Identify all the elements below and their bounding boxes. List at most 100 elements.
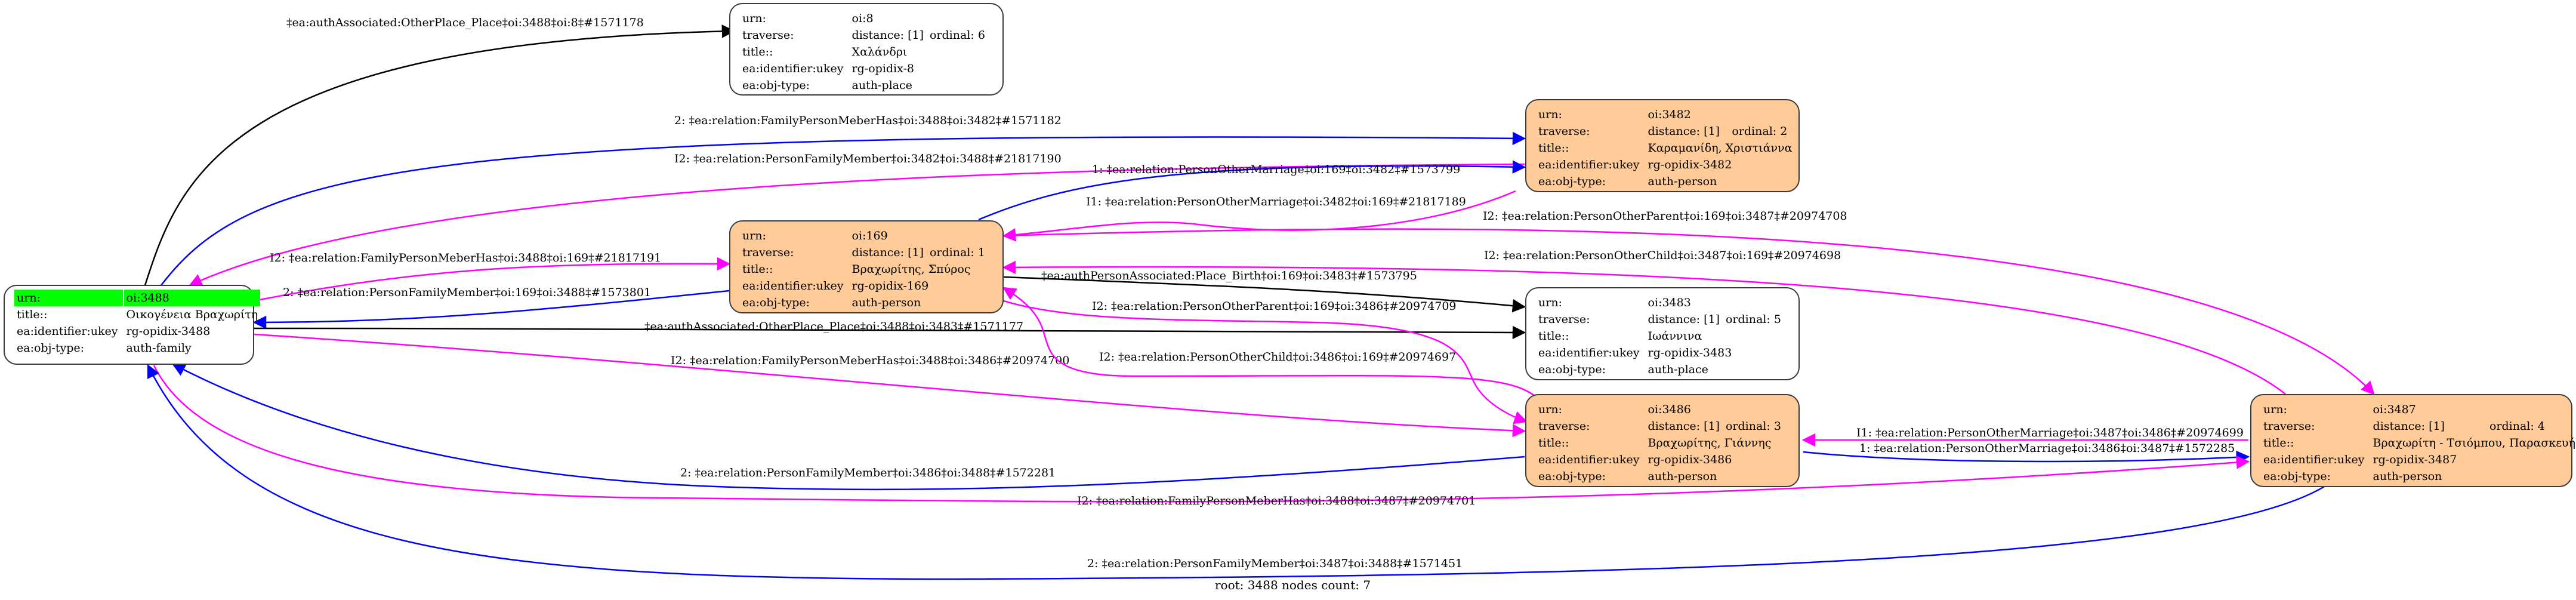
urn-value: oi:3482 <box>1648 108 1691 121</box>
urn-label: urn: <box>1538 403 1562 416</box>
urn-label: urn: <box>2263 403 2287 416</box>
ukey-label: ea:identifier:ukey <box>1538 453 1640 466</box>
title-value: Ιωάννινα <box>1648 330 1702 343</box>
traverse-label: traverse: <box>1538 125 1590 138</box>
edge-e4 <box>978 160 1526 221</box>
ukey-label: ea:identifier:ukey <box>17 325 118 338</box>
edge-label-e5: I1: ‡ea:relation:PersonOtherMarriage‡oi:… <box>1086 195 1466 208</box>
objtype-value: auth-person <box>1648 175 1717 188</box>
edge-label-e14: I2: ‡ea:relation:PersonOtherChild‡oi:348… <box>1099 350 1456 364</box>
node-oi-8[interactable]: urn: oi:8 traverse: distance: [1] ordinal: … <box>729 3 1004 96</box>
node-oi-3487[interactable]: urn: oi:3487 traverse: distance: [1] ordina… <box>2250 394 2575 487</box>
node-oi-3488[interactable]: urn:oi:3488 title::Οικογένεια Βραχωρίτη … <box>4 285 261 365</box>
title-label: title:: <box>1538 436 1569 450</box>
ordinal-value: ordinal: 4 <box>2489 420 2545 433</box>
objtype-value: auth-family <box>126 341 192 355</box>
edge-label-e6: I2: ‡ea:relation:PersonOtherParent‡oi:16… <box>1483 210 1847 223</box>
ukey-value: rg-opidix-169 <box>852 279 929 293</box>
edge-e7 <box>250 257 731 303</box>
edge-label-e11: ‡ea:authAssociated:OtherPlace_Place‡oi:3… <box>644 320 1023 333</box>
title-value: Οικογένεια Βραχωρίτη <box>126 308 258 321</box>
ukey-value: rg-opidix-3487 <box>2373 453 2457 466</box>
traverse-label: traverse: <box>742 246 794 259</box>
edge-label-e8: I2: ‡ea:relation:PersonOtherChild‡oi:348… <box>1484 249 1841 262</box>
traverse-label: traverse: <box>742 29 794 42</box>
ukey-value: rg-opidix-3483 <box>1648 346 1732 359</box>
edge-label-e19: 2: ‡ea:relation:PersonFamilyMember‡oi:34… <box>1087 557 1463 570</box>
node-attributes: urn:oi:3482 traverse:distance: [1]ordina… <box>1535 106 1796 190</box>
edge-label-e2: 2: ‡ea:relation:FamilyPersonMeberHas‡oi:… <box>674 114 1062 127</box>
edge-label-e7: I2: ‡ea:relation:FamilyPersonMeberHas‡oi… <box>270 251 661 264</box>
urn-label: urn: <box>14 290 123 306</box>
edge-label-e15: I1: ‡ea:relation:PersonOtherMarriage‡oi:… <box>1856 426 2244 439</box>
title-label: title:: <box>17 308 48 321</box>
title-label: title:: <box>1538 141 1569 155</box>
edge-e8 <box>1002 260 2286 395</box>
graph-footer: root: 3488 nodes count: 7 <box>1215 578 1371 592</box>
urn-value: oi:3483 <box>1648 296 1691 309</box>
edge-e19 <box>147 364 2328 580</box>
title-value: Βραχωρίτης, Σπύρος <box>852 263 971 276</box>
node-attributes: urn:oi:3488 title::Οικογένεια Βραχωρίτη … <box>13 290 261 356</box>
ukey-label: ea:identifier:ukey <box>742 279 844 293</box>
distance-value: distance: [1] <box>852 29 924 42</box>
ukey-value: rg-opidix-3486 <box>1648 453 1732 466</box>
ordinal-value: ordinal: 1 <box>929 246 985 259</box>
ordinal-value: ordinal: 3 <box>1725 420 1781 433</box>
objtype-value: auth-place <box>1648 363 1708 376</box>
edge-e2 <box>161 131 1526 286</box>
objtype-label: ea:obj-type: <box>742 296 810 309</box>
edge-label-e9: 2: ‡ea:relation:PersonFamilyMember‡oi:16… <box>283 286 651 299</box>
urn-value: oi:3486 <box>1648 403 1691 416</box>
node-attributes: urn: oi:8 traverse: distance: [1] ordinal: … <box>739 10 989 94</box>
ukey-value: rg-opidix-3482 <box>1648 158 1732 171</box>
urn-label: urn: <box>1538 108 1562 121</box>
urn-value: oi:3488 <box>124 290 261 306</box>
root-urn-row: urn:oi:3488 <box>14 290 261 306</box>
edge-e1 <box>144 24 736 286</box>
ukey-value: rg-opidix-8 <box>852 62 915 75</box>
urn-label: urn: <box>1538 296 1562 309</box>
node-oi-169[interactable]: urn:oi:169 traverse:distance: [1]ordinal… <box>729 220 1004 313</box>
edge-e11 <box>254 325 1526 340</box>
distance-value: distance: [1] <box>1648 313 1720 326</box>
edge-label-e3: I2: ‡ea:relation:PersonFamilyMember‡oi:3… <box>674 152 1062 165</box>
node-attributes: urn: oi:3487 traverse: distance: [1] ordina… <box>2260 401 2576 485</box>
distance-value: distance: [1] <box>1648 420 1720 433</box>
urn-value: oi:3487 <box>2373 403 2416 416</box>
edge-label-e1: ‡ea:authAssociated:OtherPlace_Place‡oi:3… <box>286 16 644 29</box>
edge-e14 <box>1002 287 1540 401</box>
objtype-label: ea:obj-type: <box>17 341 85 355</box>
objtype-value: auth-person <box>2373 470 2442 483</box>
node-oi-3483[interactable]: urn:oi:3483 traverse:distance: [1]ordina… <box>1525 287 1800 380</box>
node-oi-3482[interactable]: urn:oi:3482 traverse:distance: [1]ordina… <box>1525 99 1800 192</box>
edge-e10 <box>1003 276 1526 313</box>
edge-e9 <box>252 290 730 330</box>
title-value: Χαλάνδρι <box>852 45 908 59</box>
edge-e12 <box>1003 300 1528 424</box>
edge-label-e4: 1: ‡ea:relation:PersonOtherMarriage‡oi:1… <box>1092 163 1460 176</box>
title-label: title:: <box>1538 330 1569 343</box>
edge-e16 <box>1803 450 2250 464</box>
title-value: Βραχωρίτης, Γιάννης <box>1648 436 1772 450</box>
edge-label-e18: I2: ‡ea:relation:FamilyPersonMeberHas‡oi… <box>1077 494 1476 507</box>
ukey-value: rg-opidix-3488 <box>126 325 211 338</box>
title-label: title:: <box>742 263 773 276</box>
distance-value: distance: [1] <box>2373 420 2445 433</box>
node-oi-3486[interactable]: urn:oi:3486 traverse:distance: [1]ordina… <box>1525 394 1800 487</box>
urn-label: urn: <box>742 229 766 242</box>
distance-value: distance: [1] <box>1648 125 1720 138</box>
objtype-value: auth-place <box>852 79 912 92</box>
edge-label-e13: I2: ‡ea:relation:FamilyPersonMeberHas‡oi… <box>671 354 1069 367</box>
traverse-label: traverse: <box>2263 420 2315 433</box>
node-attributes: urn:oi:169 traverse:distance: [1]ordinal… <box>739 227 989 311</box>
urn-label: urn: <box>742 12 766 25</box>
urn-value: oi:8 <box>852 12 874 25</box>
edge-e13 <box>254 333 1526 438</box>
title-label: title:: <box>742 45 773 59</box>
edge-e18 <box>153 365 2250 503</box>
objtype-label: ea:obj-type: <box>1538 175 1606 188</box>
objtype-label: ea:obj-type: <box>2263 470 2331 483</box>
ordinal-value: ordinal: 6 <box>929 29 985 42</box>
